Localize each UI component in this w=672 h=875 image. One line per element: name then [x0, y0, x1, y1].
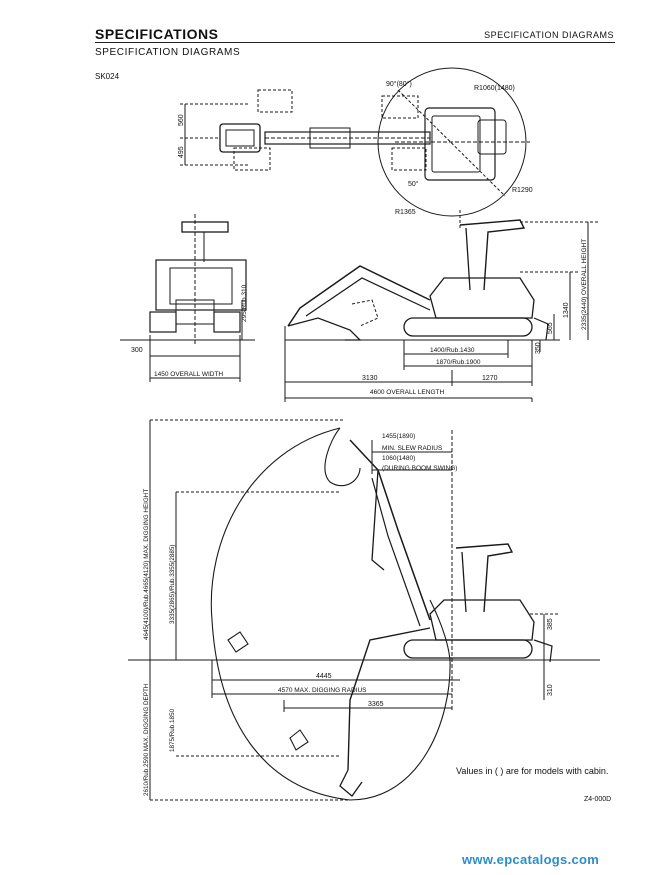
overall-length: 4600 OVERALL LENGTH — [370, 389, 444, 396]
side-view: 2335(2440) OVERALL HEIGHT 1340 565 350 1… — [284, 210, 600, 402]
figure-code: Z4-000D — [584, 796, 612, 803]
boom-swing-label: (DURING BOOM SWING) — [382, 465, 457, 472]
model-label: SK024 — [95, 72, 120, 81]
swing-angle: 90°(80°) — [386, 80, 412, 88]
dump-height: 3335(2865)/Rub.3355(2885) — [169, 545, 176, 624]
min-slew-radius: 1455(1890) — [382, 433, 415, 440]
front-radius: R1290 — [512, 187, 533, 194]
max-digging-radius: 4570 MAX. DIGGING RADIUS — [278, 687, 367, 694]
min-slew-label: MIN. SLEW RADIUS — [382, 445, 443, 452]
front-view: 300 295/Rub.310 1450 OVERALL WIDTH — [120, 214, 255, 382]
depth-1875: 1875/Rub.1850 — [169, 708, 176, 752]
rear-radius: R1365 — [395, 209, 416, 216]
page-title: SPECIFICATIONS — [95, 26, 219, 42]
section-title: SPECIFICATION DIAGRAMS — [484, 30, 614, 40]
blade-height: 295/Rub.310 — [241, 284, 248, 322]
top-view: 560 495 90°(80°) R1060(1480) 50° R1290 R… — [178, 67, 533, 217]
dim-3365: 3365 — [368, 701, 384, 708]
track-1400: 1400/Rub.1430 — [430, 347, 475, 354]
dim-385: 385 — [547, 618, 554, 630]
boom-swing-radius: 1060(1480) — [382, 455, 415, 462]
angle-50: 50° — [408, 180, 419, 188]
tail-radius: R1060(1480) — [474, 85, 515, 92]
track-1870: 1870/Rub.1900 — [436, 359, 481, 366]
diagram-subtitle: SPECIFICATION DIAGRAMS — [95, 47, 241, 58]
dim-1270: 1270 — [482, 375, 498, 382]
max-digging-height: 4645(4100)/Rub.4665(4120) MAX. DIGGING H… — [143, 489, 150, 640]
dim-565: 565 — [547, 322, 554, 334]
cabin-note: Values in ( ) are for models with cabin. — [456, 766, 609, 776]
header-rule — [95, 42, 615, 43]
dim-560: 560 — [178, 114, 185, 126]
watermark: www.epcatalogs.com — [462, 852, 600, 867]
working-range: 1455(1890) MIN. SLEW RADIUS 1060(1480) (… — [128, 419, 600, 801]
dim-4445: 4445 — [316, 673, 332, 680]
digging-envelope — [210, 427, 451, 801]
dim-1340: 1340 — [563, 302, 570, 318]
max-digging-depth: 2610/Rub.2590 MAX. DIGGING DEPTH — [143, 683, 150, 796]
swing-circle — [377, 67, 527, 217]
dim-3130: 3130 — [362, 375, 378, 382]
overall-height: 2335(2440) OVERALL HEIGHT — [581, 239, 588, 330]
dim-495: 495 — [178, 146, 185, 158]
dim-300: 300 — [131, 347, 143, 354]
dim-310: 310 — [547, 684, 554, 696]
overall-width: 1450 OVERALL WIDTH — [154, 371, 223, 378]
dim-350: 350 — [535, 342, 542, 354]
